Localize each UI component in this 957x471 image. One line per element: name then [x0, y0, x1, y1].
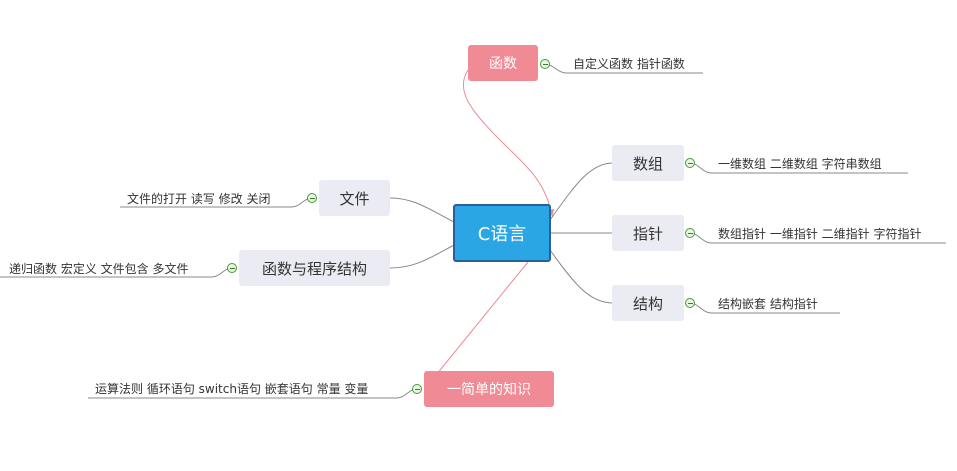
topic-hanshu[interactable]: 函数	[468, 45, 538, 81]
topic-jiandan-label: 一简单的知识	[447, 382, 531, 398]
central-topic[interactable]: C语言	[453, 204, 551, 262]
details-hanshu-chengxu: 递归函数 宏定义 文件包含 多文件	[9, 262, 189, 276]
relationship-hanshu	[462, 69, 555, 217]
topic-wenjian[interactable]: 文件	[319, 180, 390, 216]
topic-jiandan[interactable]: 一简单的知识	[424, 371, 554, 407]
minus-circle-icon[interactable]	[685, 228, 695, 238]
connector-hanshu-chengxu	[389, 244, 455, 269]
details-jiandan: 运算法则 循环语句 switch语句 嵌套语句 常量 变量	[95, 382, 369, 396]
topic-hanshu-label: 函数	[489, 56, 517, 72]
relationship-jiandan	[431, 261, 529, 381]
topic-zhizhen-label: 指针	[632, 224, 663, 243]
topic-shuzu-label: 数组	[632, 154, 663, 173]
topic-jiegou-label: 结构	[632, 294, 663, 313]
details-zhizhen: 数组指针 一维指针 二维指针 字符指针	[718, 227, 922, 241]
minus-circle-icon[interactable]	[540, 59, 550, 69]
topic-jiegou[interactable]: 结构	[612, 285, 684, 321]
topic-zhizhen[interactable]: 指针	[612, 215, 684, 251]
details-wenjian: 文件的打开 读写 修改 关闭	[127, 192, 271, 206]
details-hanshu: 自定义函数 指针函数	[573, 57, 685, 71]
minus-circle-icon[interactable]	[307, 193, 317, 203]
minus-circle-icon[interactable]	[227, 263, 237, 273]
topic-hanshu-chengxu[interactable]: 函数与程序结构	[239, 250, 390, 286]
minus-circle-icon[interactable]	[685, 158, 695, 168]
topic-hanshu-chengxu-label: 函数与程序结构	[261, 259, 367, 278]
connector-wenjian	[389, 197, 455, 223]
details-jiegou: 结构嵌套 结构指针	[718, 297, 818, 311]
minus-circle-icon[interactable]	[412, 384, 422, 394]
minus-circle-icon[interactable]	[685, 298, 695, 308]
central-topic-label: C语言	[477, 224, 527, 245]
details-shuzu: 一维数组 二维数组 字符串数组	[718, 157, 882, 171]
connector-jiegou	[549, 249, 614, 304]
topic-shuzu[interactable]: 数组	[612, 145, 684, 181]
topic-wenjian-label: 文件	[339, 189, 370, 208]
connector-shuzu	[549, 162, 614, 221]
